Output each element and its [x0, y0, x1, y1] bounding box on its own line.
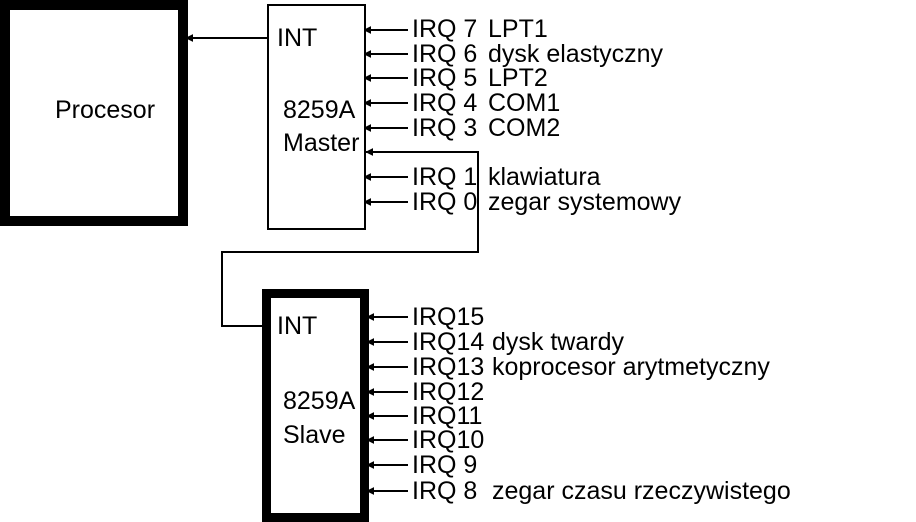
processor-label: Procesor	[55, 96, 156, 124]
processor-box	[0, 0, 188, 226]
slave-pic-box	[262, 289, 369, 522]
slave-irq-label: IRQ15	[412, 303, 485, 331]
slave-irq-label: IRQ13	[412, 353, 485, 381]
master-device-label: COM2	[488, 114, 561, 142]
master-device-label: LPT2	[488, 64, 548, 92]
master-irq-label: IRQ 7	[412, 15, 478, 43]
master-device-label: LPT1	[488, 15, 548, 43]
slave-role-label: Slave	[283, 421, 346, 449]
slave-irq-label: IRQ 9	[412, 451, 478, 479]
master-irq-label: IRQ 4	[412, 89, 478, 117]
master-chip-label: 8259A	[283, 96, 356, 124]
master-int-label: INT	[277, 24, 318, 52]
cascade-line	[221, 148, 479, 327]
master-irq-label: IRQ 0	[412, 188, 478, 216]
slave-device-label: zegar czasu rzeczywistego	[492, 477, 791, 505]
slave-int-label: INT	[277, 312, 318, 340]
slave-device-label: koprocesor arytmetyczny	[492, 353, 770, 381]
irq-arrows	[363, 26, 408, 495]
master-irq-label: IRQ 6	[412, 40, 478, 68]
slave-irq-label: IRQ14	[412, 328, 485, 356]
slave-irq-label: IRQ11	[412, 402, 483, 430]
master-device-label: zegar systemowy	[488, 188, 682, 216]
master-pic-box	[267, 4, 366, 230]
slave-chip-label: 8259A	[283, 387, 356, 415]
slave-irq-label: IRQ10	[412, 426, 485, 454]
master-role-label: Master	[283, 129, 360, 157]
slave-device-label: dysk twardy	[492, 328, 624, 356]
master-irq-label: IRQ 5	[412, 64, 478, 92]
master-device-label: COM1	[488, 89, 561, 117]
master-irq-label: IRQ 3	[412, 114, 478, 142]
master-irq-label: IRQ 1	[412, 163, 478, 191]
master-device-label: klawiatura	[488, 163, 601, 191]
slave-irq-label: IRQ12	[412, 378, 485, 406]
slave-irq-label: IRQ 8	[412, 477, 478, 505]
master-device-label: dysk elastyczny	[488, 40, 664, 68]
